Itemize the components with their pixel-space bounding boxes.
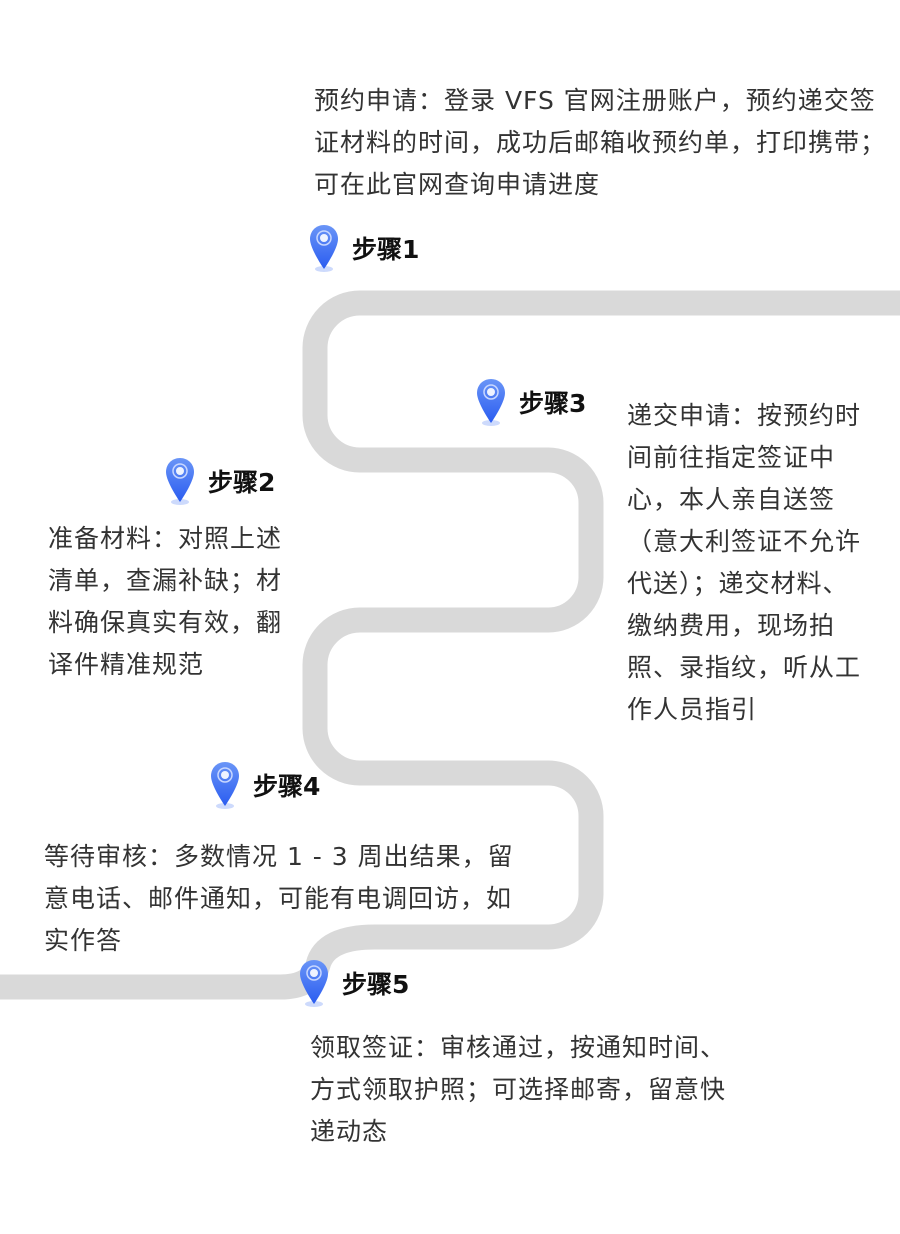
location-pin-icon [298,958,330,1008]
step-3-marker: 步骤3 [475,377,586,427]
location-pin-icon [475,377,507,427]
step-1-description: 预约申请：登录 VFS 官网注册账户，预约递交签证材料的时间，成功后邮箱收预约单… [314,86,887,199]
step-3-description: 递交申请：按预约时间前往指定签证中心，本人亲自送签（意大利签证不允许代送）；递交… [627,401,862,724]
step-5-description: 领取签证：审核通过，按通知时间、方式领取护照；可选择邮寄，留意快递动态 [310,1033,727,1146]
step-4-marker: 步骤4 [209,760,320,810]
step-2-label: 步骤2 [208,468,276,497]
step-5-label: 步骤5 [342,970,410,999]
location-pin-icon [209,760,241,810]
step-1-marker: 步骤1 [308,223,419,273]
step-1-label: 步骤1 [352,235,420,264]
step-4-label: 步骤4 [253,772,321,801]
step-2-description: 准备材料：对照上述清单，查漏补缺；材料确保真实有效，翻译件精准规范 [48,524,283,679]
step-4-description: 等待审核：多数情况 1 - 3 周出结果，留意电话、邮件通知，可能有电调回访，如… [44,842,514,955]
step-3-label: 步骤3 [519,389,587,418]
step-2-marker: 步骤2 [164,456,275,506]
step-5-marker: 步骤5 [298,958,409,1008]
location-pin-icon [308,223,340,273]
location-pin-icon [164,456,196,506]
